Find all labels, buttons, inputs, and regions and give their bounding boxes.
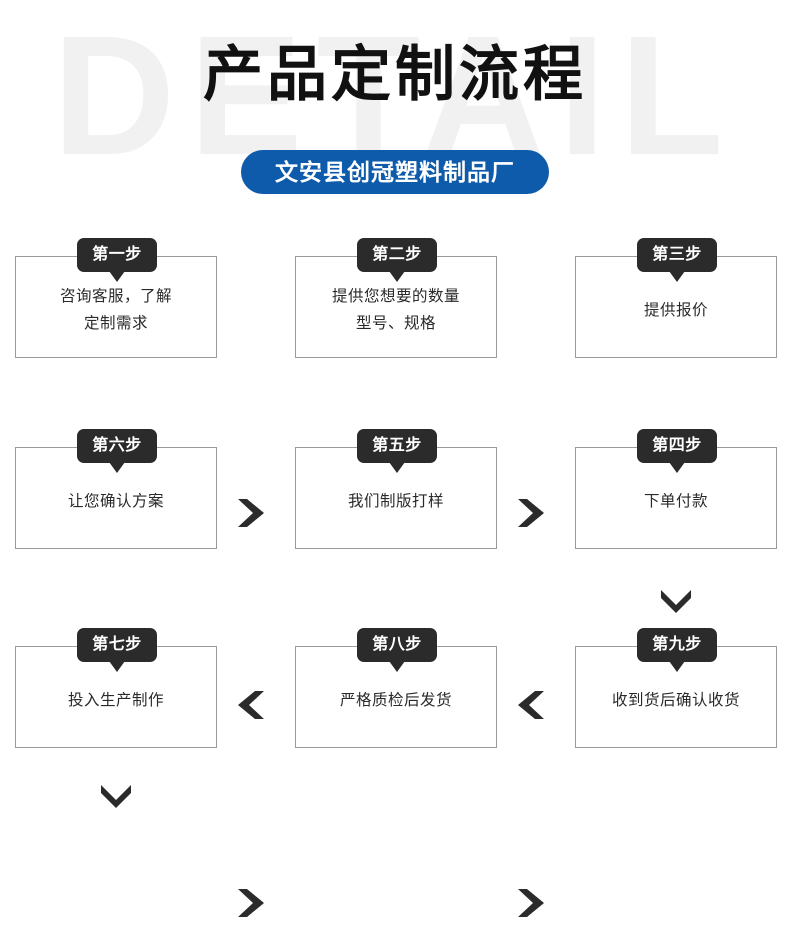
arrow-left-icon <box>229 683 273 727</box>
step-card-9: 收到货后确认收货 第九步 <box>575 628 779 750</box>
step-description-6: 让您确认方案 <box>67 492 164 510</box>
arrow-down-icon <box>654 586 698 620</box>
step-badge-1: 第一步 <box>77 238 157 282</box>
step-badge-2: 第二步 <box>357 238 437 282</box>
step-badge-7: 第七步 <box>77 628 157 672</box>
step-card-7: 投入生产制作 第七步 <box>15 628 219 750</box>
step-card-3: 提供报价 第三步 <box>575 238 779 360</box>
step-description-9: 收到货后确认收货 <box>611 691 740 709</box>
step-description-3: 提供报价 <box>643 301 708 319</box>
step-badge-4: 第四步 <box>637 429 717 473</box>
step-card-5: 我们制版打样 第五步 <box>295 429 499 551</box>
step-description-7: 投入生产制作 <box>67 691 164 709</box>
arrow-right-icon <box>229 491 273 535</box>
step-card-8: 严格质检后发货 第八步 <box>295 628 499 750</box>
step-description-1: 咨询客服，了解 定制需求 <box>59 288 172 332</box>
arrow-left-icon <box>509 683 553 727</box>
step-card-6: 让您确认方案 第六步 <box>15 429 219 551</box>
step-badge-6: 第六步 <box>77 429 157 473</box>
arrow-right-icon <box>509 491 553 535</box>
step-description-8: 严格质检后发货 <box>339 691 452 709</box>
arrow-right-icon <box>509 881 553 925</box>
step-description-4: 下单付款 <box>643 492 708 510</box>
step-badge-8: 第八步 <box>357 628 437 672</box>
step-badge-9: 第九步 <box>637 628 717 672</box>
page-header: DETAIL 产品定制流程 文安县创冠塑料制品厂 <box>0 0 790 215</box>
step-card-4: 下单付款 第四步 <box>575 429 779 551</box>
step-card-2: 提供您想要的数量 型号、规格 第二步 <box>295 238 499 360</box>
step-box-6: 让您确认方案 <box>15 447 217 549</box>
step-badge-3: 第三步 <box>637 238 717 282</box>
arrow-right-icon <box>229 881 273 925</box>
step-card-1: 咨询客服，了解 定制需求 第一步 <box>15 238 219 360</box>
step-description-2: 提供您想要的数量 型号、规格 <box>331 288 460 332</box>
process-flow-diagram: 咨询客服，了解 定制需求 第一步 提供您想要的数量 型号、规格 第二步 提供报价… <box>0 215 790 917</box>
page-title: 产品定制流程 <box>203 41 587 108</box>
step-description-5: 我们制版打样 <box>347 492 444 510</box>
step-badge-5: 第五步 <box>357 429 437 473</box>
arrow-down-icon <box>94 781 138 815</box>
brand-name-badge: 文安县创冠塑料制品厂 <box>241 150 549 194</box>
